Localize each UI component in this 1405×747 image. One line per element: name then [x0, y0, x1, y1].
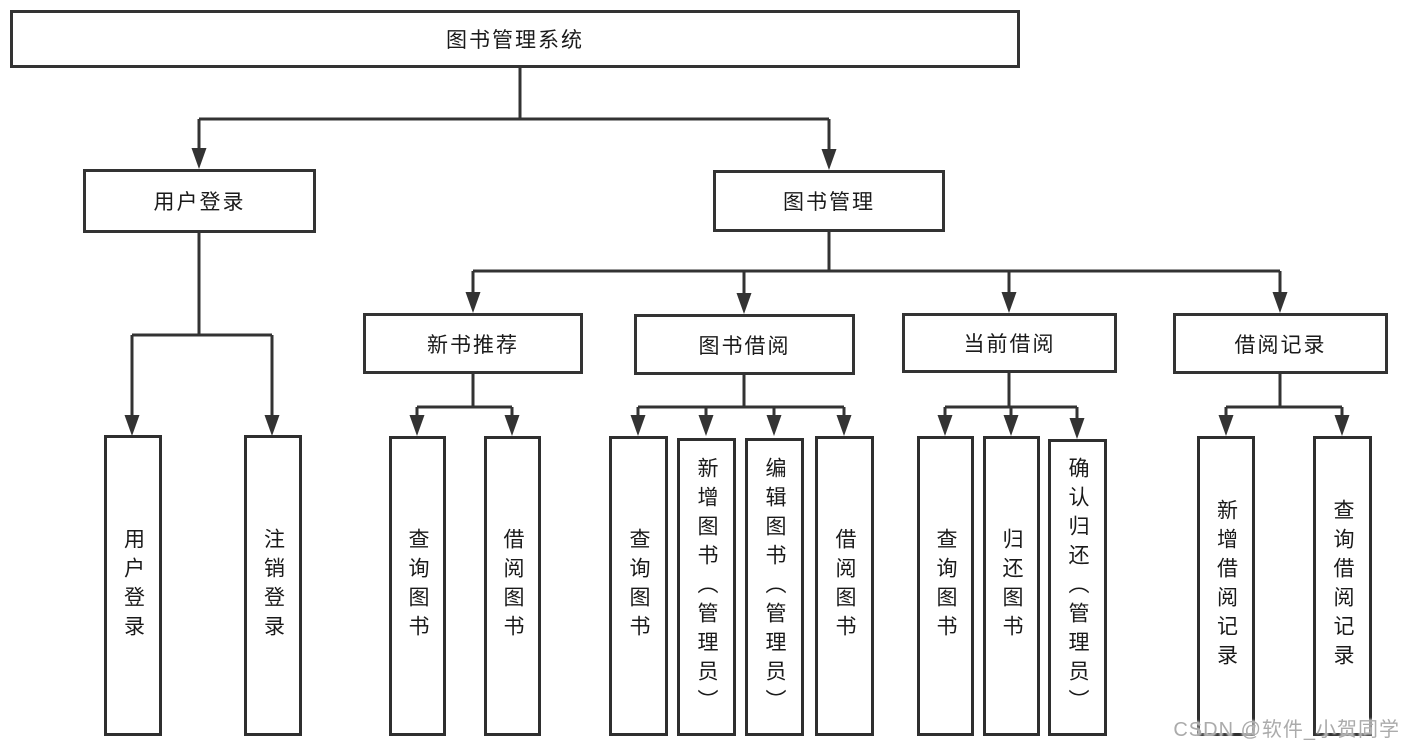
leaf-label: 确认归还（管理员）	[1066, 457, 1089, 718]
leaf-label: 注销登录	[261, 527, 285, 644]
leaf-user-login: 用户登录	[104, 435, 162, 736]
leaf-current-query-book: 查询图书	[917, 436, 974, 736]
leaf-label: 查询图书	[406, 528, 429, 644]
leaf-label: 借阅图书	[833, 528, 856, 644]
leaf-return-book: 归还图书	[983, 436, 1040, 736]
leaf-borrow-query-book: 查询图书	[609, 436, 668, 736]
leaf-label: 查询图书	[627, 528, 650, 644]
leaf-logout: 注销登录	[244, 435, 302, 736]
node-book-management: 图书管理	[713, 170, 945, 232]
leaf-label: 用户登录	[121, 527, 145, 644]
node-current-borrow: 当前借阅	[902, 313, 1117, 373]
leaf-confirm-return-admin: 确认归还（管理员）	[1048, 439, 1107, 736]
node-label: 新书推荐	[427, 333, 519, 357]
leaf-label: 借阅图书	[501, 528, 524, 644]
leaf-label: 编辑图书（管理员）	[763, 456, 786, 718]
leaf-add-borrow-record: 新增借阅记录	[1197, 436, 1255, 736]
node-label: 图书管理	[783, 191, 875, 214]
leaf-add-book-admin: 新增图书（管理员）	[677, 438, 736, 736]
leaf-edit-book-admin: 编辑图书（管理员）	[745, 438, 804, 736]
node-label: 用户登录	[153, 191, 246, 214]
node-borrow-records: 借阅记录	[1173, 313, 1388, 374]
node-root-library-system: 图书管理系统	[10, 10, 1020, 68]
leaf-label: 归还图书	[1000, 528, 1023, 644]
leaf-recommend-query-book: 查询图书	[389, 436, 446, 736]
leaf-query-borrow-record: 查询借阅记录	[1313, 436, 1372, 736]
node-label: 图书管理系统	[446, 29, 584, 52]
leaf-label: 新增借阅记录	[1214, 499, 1238, 673]
node-new-book-recommend: 新书推荐	[363, 313, 583, 374]
leaf-recommend-borrow-book: 借阅图书	[484, 436, 541, 736]
node-label: 图书借阅	[698, 334, 791, 358]
leaf-label: 新增图书（管理员）	[695, 456, 718, 718]
leaf-borrow-book: 借阅图书	[815, 436, 874, 736]
leaf-label: 查询借阅记录	[1331, 499, 1354, 673]
csdn-watermark: CSDN @软件_小贺同学	[1173, 719, 1400, 741]
node-label: 借阅记录	[1234, 333, 1327, 357]
node-label: 当前借阅	[963, 333, 1056, 356]
node-book-borrow: 图书借阅	[634, 314, 855, 375]
node-user-login: 用户登录	[83, 169, 316, 233]
leaf-label: 查询图书	[934, 528, 957, 644]
